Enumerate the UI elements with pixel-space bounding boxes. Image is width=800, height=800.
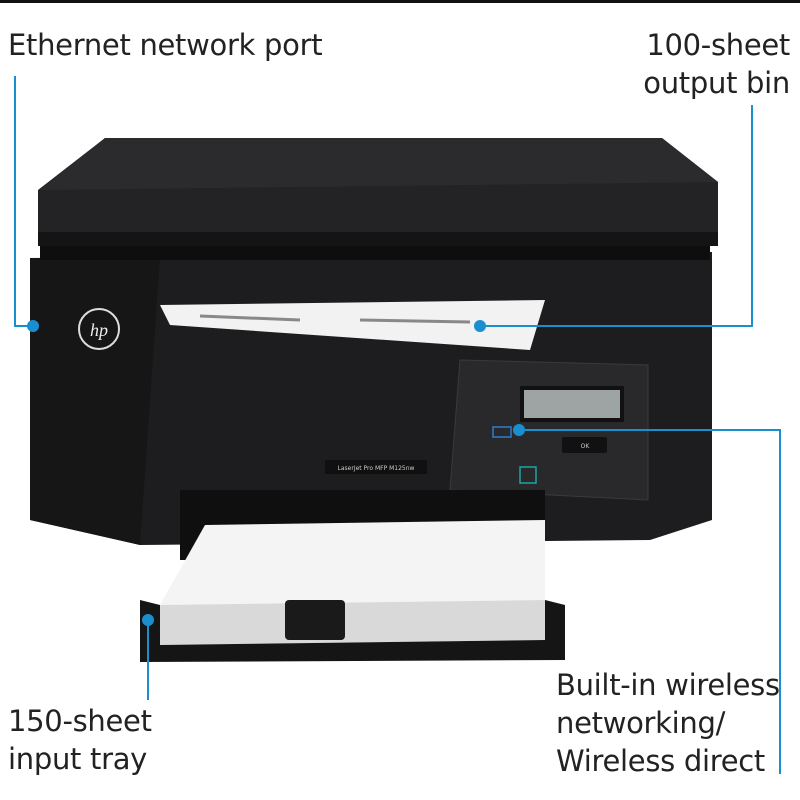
input-tray <box>140 600 565 662</box>
callout-output-bin-line-1: 100-sheet <box>646 28 790 62</box>
callout-ethernet-label: Ethernet network port <box>8 28 323 62</box>
callout-output-bin-line-2: output bin <box>643 66 790 100</box>
callout-ethernet-line <box>14 76 16 327</box>
copy-button <box>519 466 537 484</box>
callout-wireless-line-1: Built-in wireless <box>556 668 780 702</box>
callout-input-tray-line-1: 150-sheet <box>8 704 152 738</box>
callout-wireless-line-3: Wireless direct <box>556 744 765 778</box>
callout-wireless-line-2: networking/ <box>556 706 726 740</box>
callout-wireless-line <box>779 429 781 774</box>
lcd-display <box>520 386 624 422</box>
callout-input-tray-line <box>147 620 149 700</box>
callout-output-bin-line <box>751 105 753 327</box>
top-border <box>0 0 800 3</box>
eprint-button <box>492 426 512 438</box>
callout-output-bin-dot <box>474 320 486 332</box>
hp-logo <box>78 308 120 350</box>
ok-button-label: OK <box>581 443 591 450</box>
callout-ethernet-line-h <box>14 325 33 327</box>
callout-output-bin-label: 100-sheet output bin <box>643 26 790 102</box>
model-label: LaserJet Pro MFP M125nw <box>338 465 415 472</box>
callout-output-bin-line-h <box>480 325 753 327</box>
callout-wireless-line-h <box>519 429 781 431</box>
paper-stack <box>160 520 545 605</box>
callout-wireless-label: Built-in wireless networking/ Wireless d… <box>556 666 780 780</box>
callout-input-tray-line-2: input tray <box>8 742 148 776</box>
hp-logo-text: hp <box>90 320 108 340</box>
callout-input-tray-label: 150-sheet input tray <box>8 702 152 778</box>
callout-ethernet-dot <box>27 320 39 332</box>
output-paper <box>160 300 545 350</box>
